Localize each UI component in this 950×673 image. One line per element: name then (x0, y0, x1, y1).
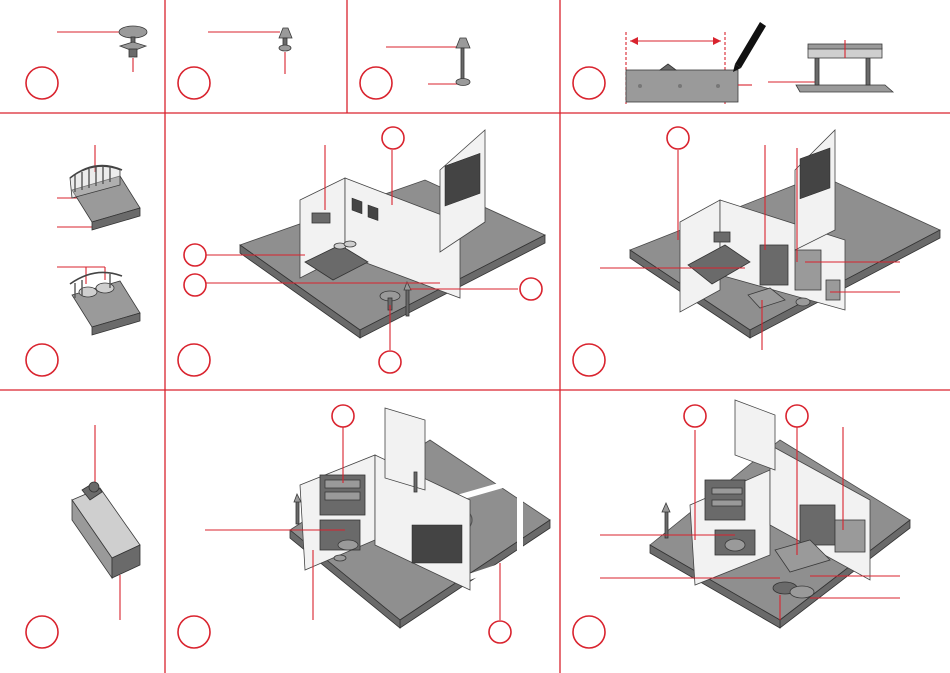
panel-table (26, 26, 147, 99)
panel-bedroom-assembly (178, 127, 545, 376)
bed-with-pillows-part (70, 272, 140, 335)
step-marker (573, 616, 605, 648)
bed-frame-part (70, 166, 140, 231)
shelf-assembled-part (796, 40, 893, 92)
panel-floor-lamp (360, 38, 470, 99)
cabinet-part (72, 482, 140, 578)
step-marker (178, 344, 210, 376)
panel-bed-assembly (26, 145, 140, 376)
panel-study-furniture (573, 400, 910, 648)
step-marker (573, 344, 605, 376)
pen-icon (733, 22, 766, 72)
step-marker (178, 616, 210, 648)
step-marker (178, 67, 210, 99)
panel-bedroom-furniture (573, 127, 940, 376)
panel-study-assembly (178, 405, 550, 648)
panel-cabinet (26, 425, 140, 648)
step-marker (573, 67, 605, 99)
floor-lamp-part (456, 38, 470, 86)
panel-cut-shelf (573, 22, 893, 104)
step-marker (360, 67, 392, 99)
shelf-strip-part (626, 64, 738, 102)
table-part (119, 26, 147, 57)
step-marker (26, 616, 58, 648)
panel-small-lamp (178, 28, 292, 99)
step-marker (26, 344, 58, 376)
step-marker (26, 67, 58, 99)
small-lamp-part (279, 28, 292, 51)
callout-circle (667, 127, 689, 149)
